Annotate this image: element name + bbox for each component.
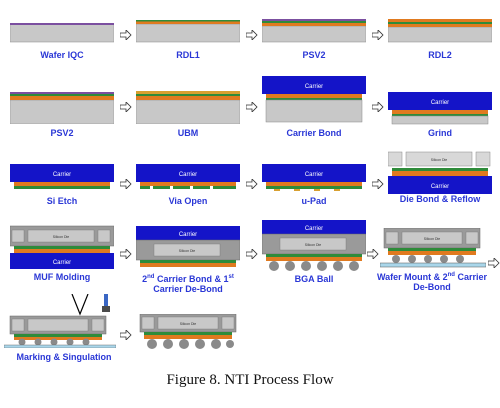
bga-ball-diagram: Carrier Silicon Die [262,220,366,271]
step-label: Wafer Mount & 2nd Carrier De-Bond [366,270,498,292]
arrow-right-icon [119,246,132,260]
step-die-bond-reflow: Silicon Die Carrier Die Bond & Reflow [388,150,492,220]
carrier-text: Carrier [305,172,323,178]
si-etch-diagram: Carrier [10,164,114,189]
carrier-text: Carrier [179,172,197,178]
arrow-right-icon [245,176,258,190]
step-ubm: UBM [136,84,240,154]
step-marking-singulation: Marking & Singulation [4,294,116,364]
step-label: Si Etch [46,196,78,206]
step-wafer-iqc: Wafer IQC [10,18,114,88]
chip-label: Silicon Die [305,243,322,247]
step-rdl1: RDL1 [136,18,240,88]
arrow-right-icon [119,327,132,341]
rdl1-diagram [136,20,240,43]
step-label-line2: Carrier De-Bond [153,284,223,294]
step-label-line1: Wafer Mount & 2nd Carrier [376,272,488,282]
carrier-text: Carrier [431,184,449,190]
arrow-right-icon [371,99,384,113]
carrier-text: Carrier [179,232,197,238]
step-label: MUF Molding [33,272,91,282]
arrow-right-icon [366,246,379,260]
step-wafer-mount: Silicon Die Wafer Mount & 2nd Carrier De… [377,228,487,298]
chip-label: Silicon Die [431,158,448,162]
arrow-right-icon [119,176,132,190]
psv2-diagram [10,92,114,124]
carrier-text: Carrier [305,226,323,232]
chip-label: Silicon Die [179,249,196,253]
step-muf-molding: Silicon Die Carrier MUF Molding [10,224,114,294]
step-label: BGA Ball [294,274,334,284]
step-label-line2: De-Bond [413,282,451,292]
final-package-diagram: Silicon Die [139,314,237,349]
u-pad-diagram: Carrier [262,164,366,191]
step-psv2-a: PSV2 [262,18,366,88]
carrier-text: Carrier [305,84,323,90]
step-label: RDL1 [176,50,200,60]
step-label: PSV2 [302,50,326,60]
chip-label: Silicon Die [180,322,197,326]
step-label: 2nd Carrier Bond & 1st Carrier De-Bond [122,272,254,294]
ubm-diagram [136,91,240,124]
second-carrier-bond-diagram: Carrier Silicon Die [136,226,240,267]
step-label: UBM [177,128,199,138]
muf-molding-diagram: Silicon Die Carrier [10,225,114,269]
step-via-open: Carrier Via Open [136,164,240,234]
step-psv2-b: PSV2 [10,84,114,154]
step-si-etch: Carrier Si Etch [10,164,114,234]
chip-label: Silicon Die [424,237,441,241]
wafer-iqc-diagram [10,23,114,43]
grind-diagram: Carrier [388,92,492,125]
step-label: Die Bond & Reflow [399,194,481,204]
arrow-right-icon [371,176,384,190]
step-bga-ball: Carrier Silicon Die BGA Ball [262,220,366,290]
carrier-text: Carrier [53,260,71,266]
step-u-pad: Carrier u-Pad [262,164,366,234]
step-label: PSV2 [50,128,74,138]
rdl2-diagram [388,19,492,43]
arrow-right-icon [487,255,500,269]
step-carrier-bond: Carrier Carrier Bond [262,76,366,146]
step-grind: Carrier Grind [388,92,492,162]
arrow-right-icon [119,27,132,41]
step-second-carrier-bond: Carrier Silicon Die 2nd Carrier Bond & 1… [136,226,240,296]
step-label: Via Open [168,196,208,206]
figure-caption: Figure 8. NTI Process Flow [166,372,334,388]
psv2-diagram [262,19,366,43]
via-open-diagram: Carrier [136,164,240,189]
marking-singulation-diagram [4,294,116,348]
wafer-mount-diagram: Silicon Die [380,228,486,268]
step-label-line1: 2nd Carrier Bond & 1st [142,274,234,284]
arrow-right-icon [245,99,258,113]
carrier-text: Carrier [53,172,71,178]
die-bond-reflow-diagram: Silicon Die Carrier [388,151,492,194]
step-label: Marking & Singulation [16,352,112,362]
step-label: RDL2 [428,50,452,60]
step-label: Grind [428,128,452,138]
carrier-text: Carrier [431,100,449,106]
arrow-right-icon [245,27,258,41]
step-rdl2: RDL2 [388,18,492,88]
arrow-right-icon [245,246,258,260]
laser-marking-icon [71,294,89,316]
chip-label: Silicon Die [53,235,70,239]
step-label: Wafer IQC [40,50,84,60]
step-final-package: Silicon Die [136,314,240,384]
step-label: u-Pad [301,196,327,206]
step-label: Carrier Bond [286,128,342,138]
arrow-right-icon [119,99,132,113]
arrow-right-icon [371,27,384,41]
carrier-bond-diagram: Carrier [262,76,366,123]
